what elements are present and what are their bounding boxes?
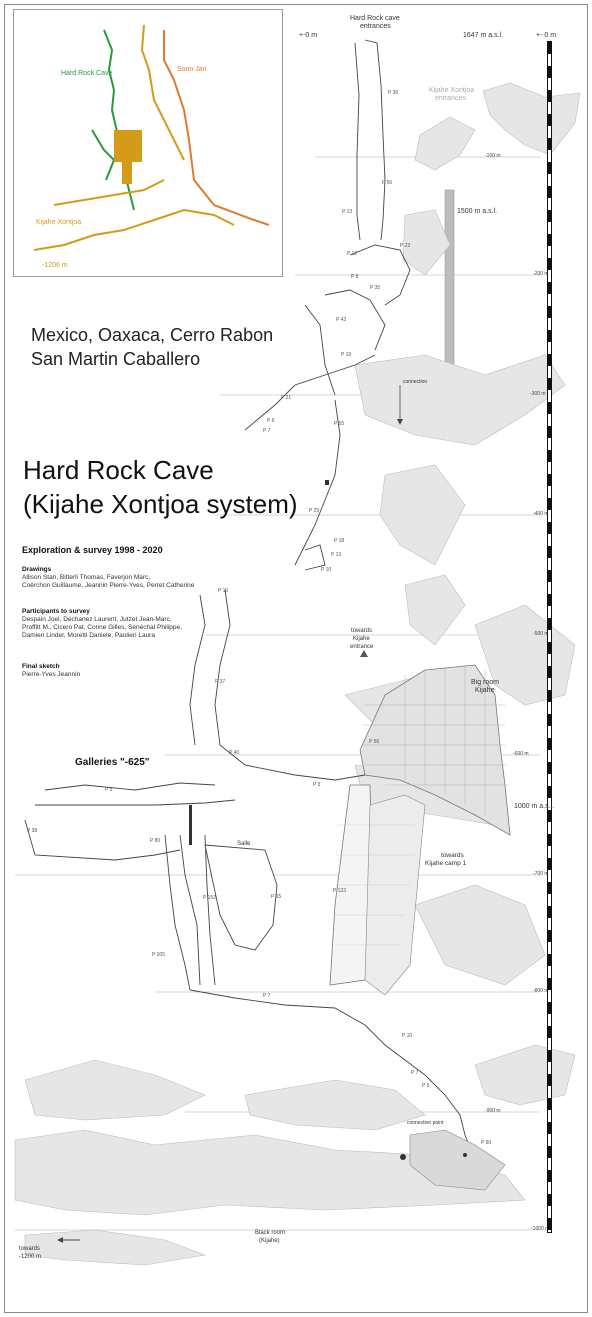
map-title-line-1: Hard Rock Cave [23,455,214,485]
final-sketch-name: Pierre-Yves Jeannin [22,671,81,678]
pitch-label: P 80 [150,838,161,844]
pitch-label: P 10 [321,567,332,573]
pitch-label: P 7 [411,1070,419,1076]
connection-label: connection [403,379,428,385]
pitch-label: P 55 [334,421,345,427]
pitch-label: P 12 [347,251,358,257]
pitch-label: P 40 [229,750,240,756]
pitch-label: P 13 [342,209,353,215]
towards-entrance-label-1: towards [351,628,373,634]
pitch-label: P 7 [263,428,271,434]
map-frame: -100 m -200 m -300 m -400 m -500 m -600 … [4,4,588,1313]
final-sketch-heading: Final sketch [22,663,60,670]
salle-label: Salle [237,841,251,847]
participants-line-1: Despain Joel, Déchanez Laurent, Jutzet J… [22,616,172,623]
direction-arrows [57,385,403,1243]
zero-level-left: +-0 m [299,32,318,39]
location-line-1: Mexico, Oaxaca, Cerro Rabon [31,325,274,345]
depth-mark-900: -900 m [485,1108,501,1114]
pitch-label: P 152 [203,895,216,901]
salle-room [204,844,278,951]
pitch-label: P 19 [341,352,352,358]
pitch-label: P 38 [27,828,38,834]
black-room [409,1129,506,1191]
pitch-label: P 60 [481,1140,492,1146]
depth-mark-300: -300 m [530,391,546,397]
vertical-scale-bar [547,41,552,1233]
big-room-label-2: Kijahe [475,687,495,694]
drawings-heading: Drawings [22,566,52,573]
kijahe-entrances-label-1: Kijahe Xontjoa [429,87,475,94]
depth-mark-600: -600 m [513,751,529,757]
black-room-label-1: Black room [255,1230,286,1236]
inset-drawing [33,24,270,251]
pitch-label: P 35 [370,285,381,291]
depth-mark-1000: -1000 m [531,1226,550,1232]
pitch-label: P 10 [218,588,229,594]
big-room-label-1: Big room [471,679,500,686]
pitch-label: P 13 [331,552,342,558]
location-line-2: San Martin Caballero [31,349,201,369]
black-room-label-2: (Kijahe) [259,1238,280,1244]
pitch-label: P 8 [351,274,359,280]
inset-label-kijahe: Kijahe Xontjoa [36,219,82,226]
altitude-1000: 1000 m a.s.l. [514,803,555,810]
participants-heading: Participants to survey [22,608,90,615]
pitch-label: P 7 [263,993,271,999]
galleries-625-label: Galleries "-625" [75,757,150,768]
exploration-heading: Exploration & survey 1998 - 2020 [22,545,163,555]
pitch-label: P 36 [388,90,399,96]
pitch-label: P 23 [400,243,411,249]
p133-shaft [329,784,426,996]
kijahe-entrances-label-2: entrances [435,95,466,102]
participants-line-3: Damien Linder, Moretti Daniele, Paolieri… [22,632,155,639]
map-title-line-2: (Kijahe Xontjoa system) [23,489,298,519]
participants-line-2: Proffitt M., Cicero Pat, Conne Gilles, S… [22,624,182,631]
drawings-line-1: Allison Stan, Bitterli Thomas, Faverjon … [22,574,151,581]
pitch-label: P 5 [422,1083,430,1089]
hard-rock-entrances-label-2: entrances [360,23,391,30]
connection-point-label: connection point [407,1120,444,1126]
pitch-label: P 56 [369,739,380,745]
pitch-label: P 56 [382,180,393,186]
depth-mark-100: -100 m [485,153,501,159]
pitch-label: P 21 [281,395,292,401]
towards-1200-label-2: -1200 m [19,1254,42,1260]
towards-entrance-label-2: Kijahe [353,636,370,642]
pitch-label: P 105 [152,952,165,958]
towards-camp-label-2: Kijahe camp 1 [425,860,467,867]
pitch-label: P 18 [334,538,345,544]
hard-rock-entrances-label-1: Hard Rock cave [350,15,400,22]
pitch-label: P 65 [271,894,282,900]
inset-overview-map: Hard Rock Cave Soon Jari Kijahe Xontjoa … [13,9,283,277]
towards-camp-label-1: towards [441,852,464,859]
drawings-line-2: Coërchon Guillaume, Jeannin Pierre-Yves,… [22,582,195,589]
pitch-label: P 5 [105,787,113,793]
pitch-label: P 10 [402,1033,413,1039]
towards-1200-label-1: towards [19,1246,41,1252]
pitch-label: P 43 [336,317,347,323]
depth-mark-800: -800 m [533,988,549,994]
inset-label-soon-jari: Soon Jari [177,66,207,73]
pitch-label: P 29 [309,508,320,514]
pitch-label: P 6 [267,418,275,424]
altitude-top: 1647 m a.s.l. [463,32,504,39]
big-room-kijahe-shape [359,664,511,836]
depth-mark-500: -500 m [533,631,549,637]
zero-level-right: +- 0 m [536,32,557,39]
depth-mark-200: -200 m [533,271,549,277]
towards-entrance-label-3: entrance [350,644,374,650]
hard-rock-passage [24,39,476,1161]
pitch-label: P 133 [333,888,346,894]
depth-mark-400: -400 m [533,511,549,517]
inset-label-depth: -1206 m [42,262,68,269]
inset-label-hard-rock: Hard Rock Cave [61,70,113,77]
pitch-label: P 37 [215,679,226,685]
depth-mark-700: -700 m [533,871,549,877]
pitch-label: P 3 [313,782,321,788]
altitude-1500: 1500 m a.s.l. [457,208,498,215]
